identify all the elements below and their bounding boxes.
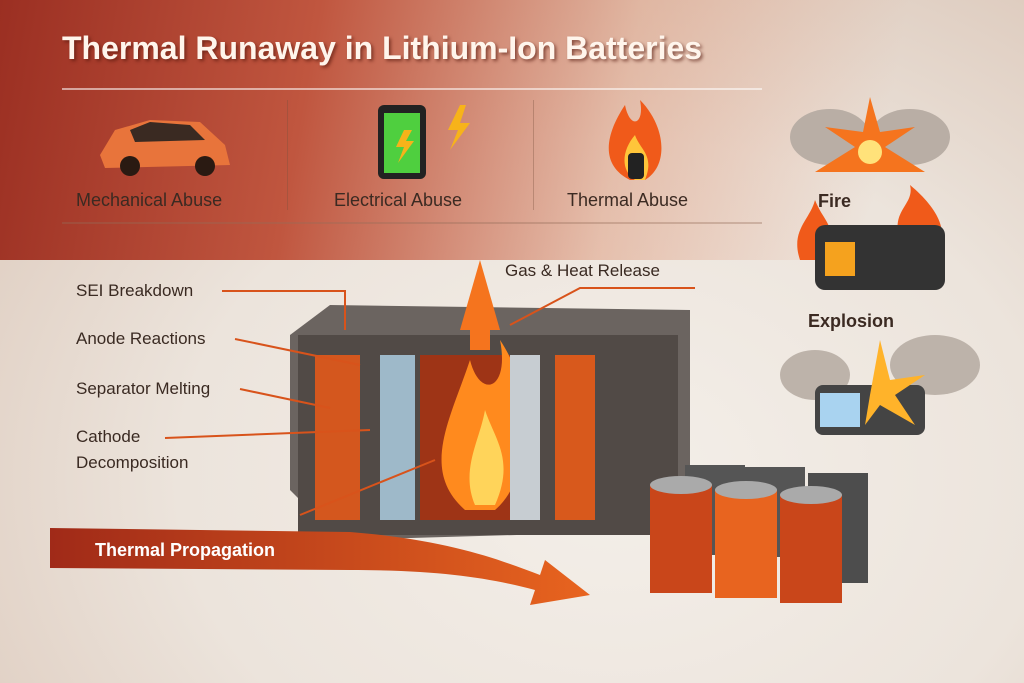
- outcome-label: Explosion: [808, 311, 895, 331]
- fire-explosion-icon: [790, 97, 950, 172]
- divider: [62, 222, 762, 224]
- callout-arrow: [239, 388, 331, 409]
- outcome-label: Fire: [818, 191, 852, 211]
- stage-label: Separator Melting: [76, 379, 211, 398]
- exploding-battery-icon: [780, 335, 980, 435]
- divider: [62, 88, 762, 90]
- callout-arrow: [234, 338, 361, 366]
- stage-label: Cathode Decomposition: [76, 427, 189, 472]
- cause-label: Electrical Abuse: [334, 190, 463, 210]
- stage-label: Anode Reactions: [76, 329, 206, 348]
- callout-arrow: [299, 459, 436, 516]
- page-title: Thermal Runaway in Lithium-Ion Batteries: [62, 30, 703, 66]
- cause-label: Thermal Abuse: [567, 190, 689, 210]
- stage-label: SEI Breakdown: [76, 281, 194, 300]
- cause-label: Mechanical Abuse: [76, 190, 223, 210]
- flame-thermometer-icon: [608, 100, 662, 180]
- divider: [533, 100, 534, 210]
- gas-heat-label: Gas & Heat Release: [505, 261, 660, 280]
- burning-battery-icon: [797, 185, 945, 290]
- divider: [287, 100, 288, 210]
- callout-arrow: [222, 290, 346, 330]
- callout-arrow: [509, 287, 695, 326]
- battery-lightning-icon: [378, 105, 470, 179]
- cylindrical-cells: [650, 465, 868, 603]
- battery-cell-illustration: [290, 260, 690, 540]
- propagation-label: Thermal Propagation: [95, 540, 276, 560]
- thermal-propagation-arrow: [50, 528, 590, 605]
- callout-arrow: [164, 429, 371, 439]
- car-crash-icon: [100, 120, 230, 176]
